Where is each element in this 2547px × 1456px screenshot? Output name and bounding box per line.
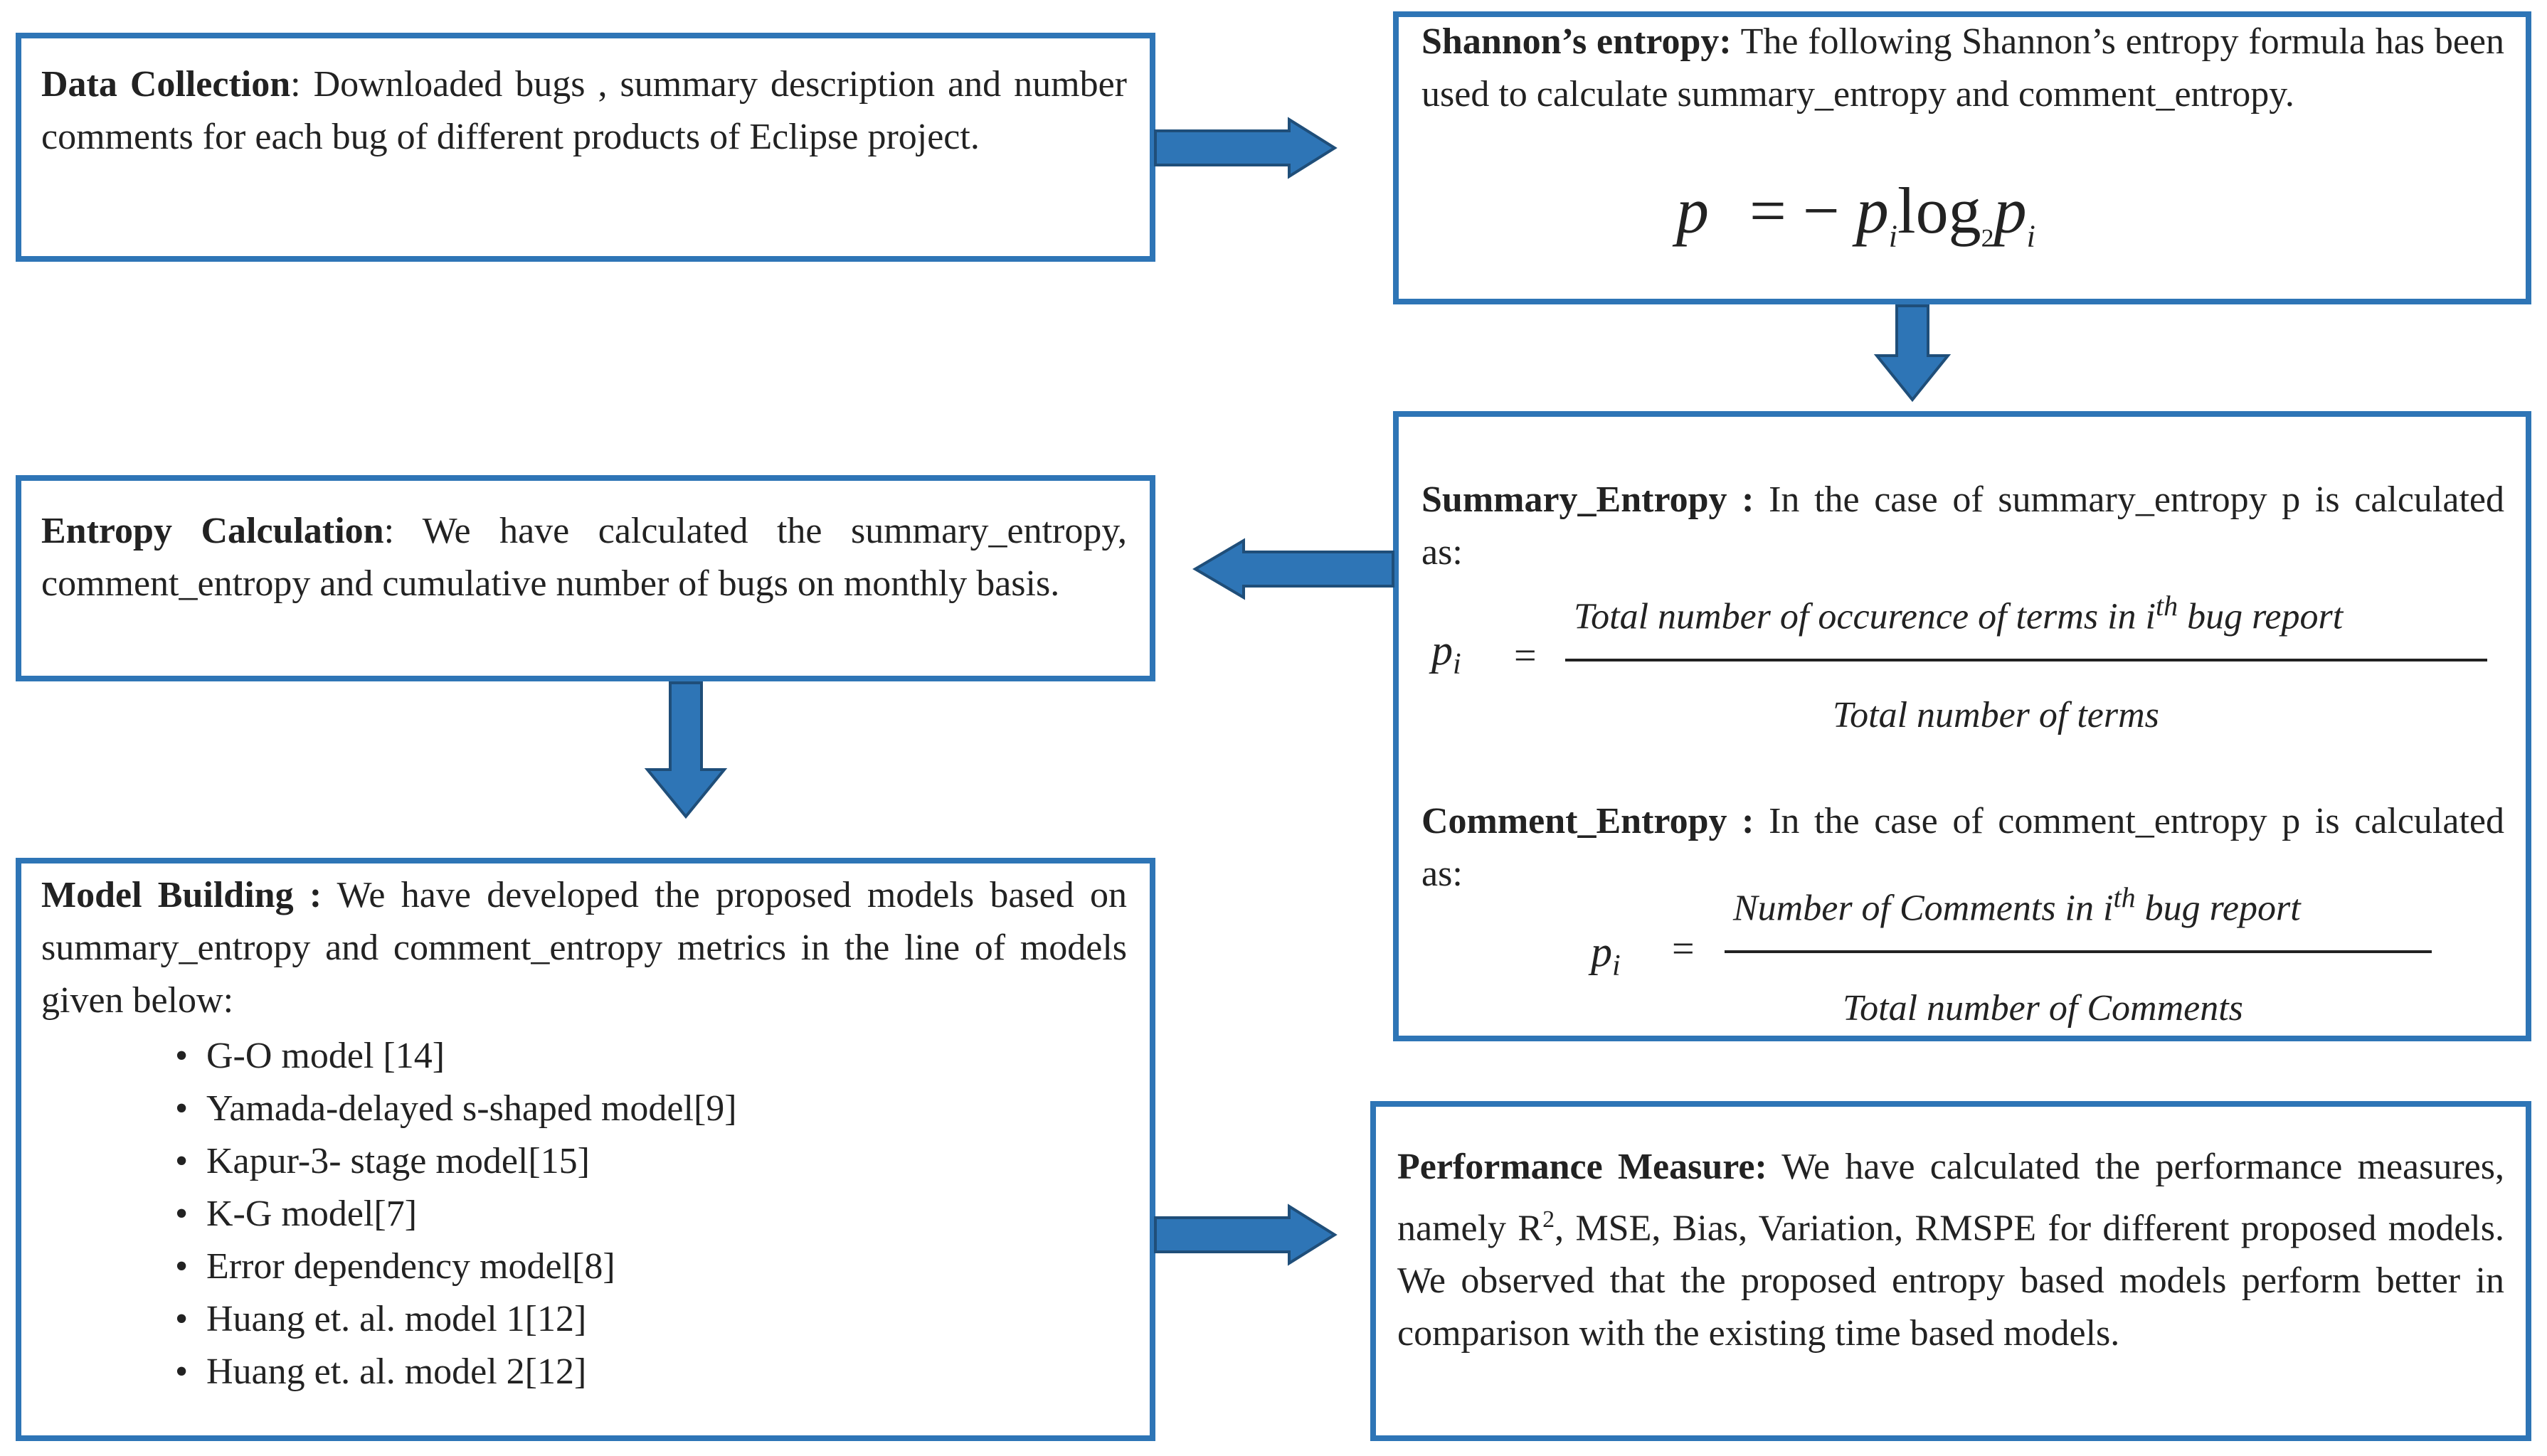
summary-fraction-line (1565, 659, 2487, 661)
bullet-icon: • (175, 1246, 189, 1287)
summary-formula-eq: = (1514, 634, 1537, 678)
data-collection-box (16, 33, 1155, 262)
entropy-calculation-body: : We have calculated the summary_entropy… (41, 511, 1127, 604)
shannon-formula-sub2: i (2026, 218, 2035, 254)
model-list-item: • Huang et. al. model 2[12] (175, 1346, 737, 1398)
summary-formula-numerator: Total number of occurence of terms in it… (1574, 590, 2344, 637)
shannon-formula-sub1: i (1888, 218, 1898, 254)
comment-formula-lhs: pi (1591, 928, 1621, 982)
summary-comment-entropy-box (1393, 411, 2531, 1041)
bullet-icon: • (175, 1088, 189, 1129)
data-collection-heading: Data Collection (41, 64, 291, 105)
model-name: Huang et. al. model 2[12] (206, 1351, 587, 1392)
shannon-formula-base: 2 (1981, 223, 1994, 253)
shannon-formula-p1: p (1855, 174, 1889, 247)
comment-fraction-line (1725, 950, 2432, 953)
model-list-item: • Error dependency model[8] (175, 1240, 737, 1293)
entropy-calculation-text: Entropy Calculation: We have calculated … (41, 505, 1127, 610)
model-building-text: Model Building : We have developed the p… (41, 869, 1127, 1027)
data-collection-text: Data Collection: Downloaded bugs , summa… (41, 58, 1127, 164)
model-name: K-G model[7] (206, 1194, 418, 1234)
comment-formula-eq: = (1672, 927, 1695, 971)
performance-measure-superscript: 2 (1542, 1206, 1555, 1233)
shannon-entropy-body: The following Shannon’s entropy formula … (1421, 21, 2504, 115)
bullet-icon: • (175, 1194, 189, 1234)
shannon-formula-log: log (1897, 174, 1981, 247)
model-building-box (16, 858, 1155, 1441)
entropy-calculation-heading: Entropy Calculation (41, 511, 384, 551)
model-name: Yamada-delayed s-shaped model[9] (206, 1088, 737, 1129)
model-list-item: • G-O model [14] (175, 1030, 737, 1083)
bullet-icon: • (175, 1351, 189, 1392)
comment-formula-numerator: Number of Comments in ith bug report (1733, 881, 2301, 929)
performance-measure-body-b: , MSE, Bias, Variation, RMSPE for differ… (1397, 1208, 2504, 1354)
arrow-right-data-to-shannon (1154, 117, 1338, 179)
model-list-item: • K-G model[7] (175, 1188, 737, 1240)
bullet-icon: • (175, 1141, 189, 1181)
model-name: Kapur-3- stage model[15] (206, 1141, 590, 1181)
model-building-body: We have developed the proposed models ba… (41, 875, 1127, 1021)
shannon-formula: p = − pilog2pi (1676, 175, 2035, 273)
shannon-entropy-text: Shannon’s entropy: The following Shannon… (1421, 16, 2504, 121)
data-collection-body: : Downloaded bugs , summary description … (41, 64, 1127, 157)
comment-entropy-body: In the case of comment_entropy p is calc… (1421, 801, 2504, 894)
entropy-calculation-box (16, 475, 1155, 681)
summary-formula-lhs: pi (1431, 627, 1461, 681)
shannon-formula-eq: = − (1749, 174, 1840, 247)
comment-entropy-heading: Comment_Entropy : (1421, 801, 1754, 841)
model-list: • G-O model [14] • Yamada-delayed s-shaped … (175, 1030, 737, 1398)
shannon-entropy-box (1393, 11, 2531, 304)
shannon-formula-lhs: p (1676, 174, 1709, 247)
shannon-formula-p2: p (1993, 174, 2027, 247)
summary-entropy-text: Summary_Entropy : In the case of summary… (1421, 474, 2504, 579)
model-name: G-O model [14] (206, 1036, 445, 1076)
arrow-left-summary-to-entropy (1192, 538, 1394, 600)
performance-measure-heading: Performance Measure: (1397, 1147, 1767, 1187)
summary-entropy-body: In the case of summary_entropy p is calc… (1421, 479, 2504, 573)
summary-entropy-heading: Summary_Entropy : (1421, 479, 1754, 520)
performance-measure-text: Performance Measure: We have calculated … (1397, 1141, 2504, 1360)
comment-entropy-text: Comment_Entropy : In the case of comment… (1421, 795, 2504, 900)
arrow-right-model-to-performance (1154, 1203, 1338, 1266)
model-name: Error dependency model[8] (206, 1246, 615, 1287)
performance-measure-box (1370, 1101, 2531, 1441)
comment-formula-denominator: Total number of Comments (1843, 988, 2243, 1029)
bullet-icon: • (175, 1299, 189, 1339)
summary-formula-denominator: Total number of terms (1833, 695, 2159, 735)
bullet-icon: • (175, 1036, 189, 1076)
shannon-entropy-heading: Shannon’s entropy: (1421, 21, 1732, 62)
model-building-heading: Model Building : (41, 875, 322, 915)
arrow-down-entropy-to-model (644, 681, 728, 819)
model-list-item: • Kapur-3- stage model[15] (175, 1135, 737, 1188)
model-name: Huang et. al. model 1[12] (206, 1299, 587, 1339)
arrow-down-shannon-to-summary (1873, 304, 1952, 403)
model-list-item: • Yamada-delayed s-shaped model[9] (175, 1083, 737, 1135)
performance-measure-body-a: We have calculated the performance measu… (1397, 1147, 2504, 1249)
model-list-item: • Huang et. al. model 1[12] (175, 1293, 737, 1346)
